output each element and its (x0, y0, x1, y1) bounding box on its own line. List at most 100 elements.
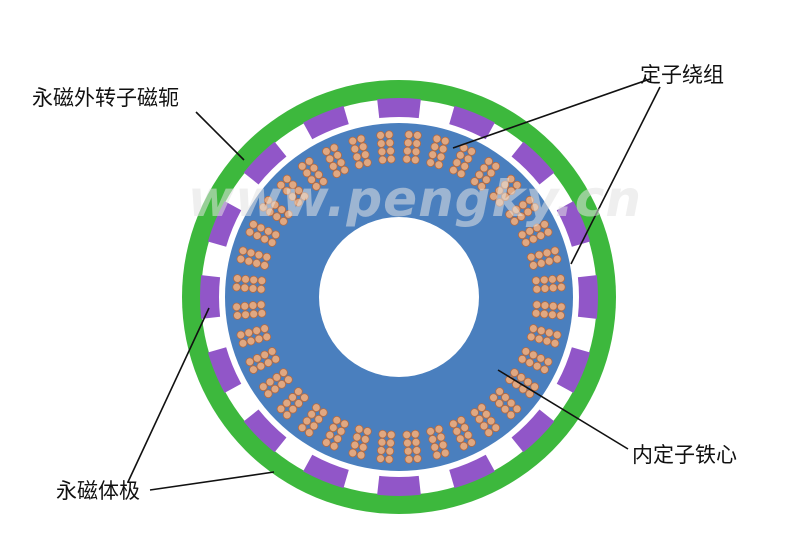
coil-wire (384, 130, 394, 139)
coil-wire (245, 227, 255, 237)
magnet-pole (207, 347, 242, 393)
coil-wire (282, 410, 292, 420)
coil-wire (263, 389, 273, 399)
coil-wire (297, 161, 307, 171)
coil-wire (526, 252, 536, 262)
winding-slot (276, 387, 309, 420)
coil-wire (260, 324, 269, 333)
coil-wire (411, 147, 421, 157)
coil-wire (356, 134, 366, 144)
coil-wire (530, 382, 539, 392)
coil-wire (385, 138, 395, 148)
winding-slot (517, 220, 553, 247)
coil-wire (557, 302, 566, 312)
magnet-pole (377, 475, 421, 496)
coil-wire (240, 301, 250, 311)
coil-wire (548, 283, 558, 293)
winding-slot (489, 174, 522, 207)
coil-wire (530, 202, 539, 212)
magnet-pole-leader-1 (149, 471, 275, 491)
coil-wire (506, 174, 516, 184)
coil-wire (548, 301, 558, 311)
coil-wire (238, 338, 248, 348)
coil-wire (319, 408, 328, 417)
coil-wire (254, 334, 264, 344)
coil-wire (489, 192, 498, 201)
coil-wire (279, 368, 288, 377)
coil-wire (404, 455, 414, 464)
coil-wire (233, 311, 242, 320)
coil-wire (254, 250, 264, 260)
coil-wire (245, 357, 255, 367)
coil-wire (550, 246, 560, 256)
coil-wire (249, 365, 258, 374)
winding-slot (449, 415, 476, 451)
coil-wire (267, 347, 277, 356)
coil-wire (340, 165, 349, 175)
coil-wire (539, 275, 549, 285)
coil-wire (550, 338, 560, 348)
coil-wire (426, 158, 435, 167)
coil-wire (412, 446, 422, 455)
winding-slot (259, 195, 293, 226)
coil-wire (329, 162, 338, 171)
coil-wire (413, 454, 422, 463)
coil-wire (512, 404, 522, 414)
winding-slot (376, 130, 396, 165)
rotor-yoke-label: 永磁外转子磁轭 (32, 86, 179, 110)
magnet-pole (377, 97, 421, 119)
coil-wire (376, 454, 385, 463)
coil-wire (277, 205, 287, 214)
winding-leader-1 (452, 78, 651, 149)
coil-wire (264, 358, 273, 367)
coil-wire (233, 274, 242, 283)
stator-bore (319, 217, 479, 377)
coil-wire (279, 217, 288, 226)
coil-wire (307, 175, 316, 185)
coil-wire (336, 427, 346, 436)
coil-wire (376, 446, 386, 455)
winding-slot (322, 415, 349, 451)
coil-wire (467, 147, 476, 156)
coil-wire (470, 177, 479, 186)
coil-wire (475, 414, 484, 424)
coil-wire (267, 238, 277, 247)
coil-wire (277, 380, 287, 389)
coil-wire (260, 350, 269, 360)
coil-wire (529, 234, 538, 244)
winding-slot (517, 347, 553, 374)
coil-wire (249, 275, 259, 285)
coil-wire (510, 217, 519, 226)
coil-wire (252, 326, 261, 335)
coil-wire (449, 419, 458, 429)
coil-wire (332, 415, 342, 425)
winding-slot (376, 429, 396, 464)
coil-wire (319, 177, 328, 186)
coil-wire (312, 182, 321, 191)
coil-wire (537, 259, 546, 268)
coil-wire (376, 139, 386, 148)
coil-wire (386, 154, 396, 164)
coil-wire (532, 300, 542, 310)
coil-wire (432, 134, 442, 144)
winding-slot (426, 134, 450, 170)
coil-wire (403, 438, 412, 448)
coil-wire (256, 284, 266, 294)
coil-wire (484, 157, 494, 166)
coil-wire (329, 143, 339, 153)
coil-wire (363, 427, 372, 436)
coil-wire (525, 358, 534, 367)
coil-wire (434, 160, 444, 170)
coil-wire (386, 430, 396, 440)
magnet-pole (556, 201, 591, 247)
coil-wire (452, 427, 462, 436)
coil-wire (300, 192, 309, 201)
coil-wire (259, 382, 268, 392)
coil-wire (248, 284, 258, 293)
coil-wire (294, 186, 303, 195)
coil-wire (294, 399, 303, 408)
coil-wire (297, 423, 307, 433)
coil-wire (510, 368, 519, 377)
coil-wire (238, 246, 248, 256)
